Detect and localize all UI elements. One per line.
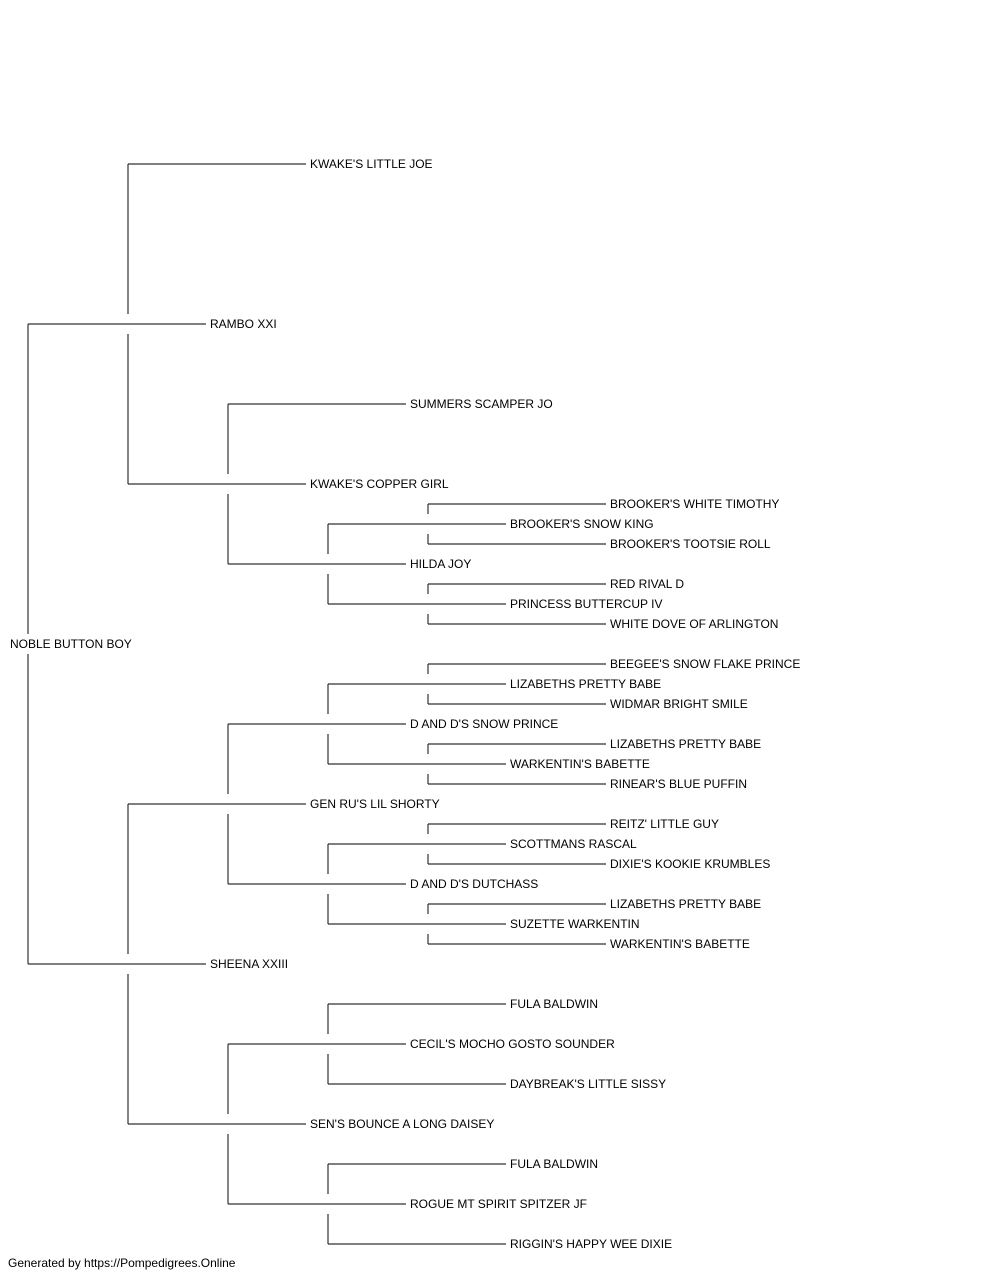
animal-name: HILDA JOY bbox=[410, 557, 471, 571]
animal-name: KWAKE'S COPPER GIRL bbox=[310, 477, 449, 491]
animal-name: RED RIVAL D bbox=[610, 577, 684, 591]
animal-name: RAMBO XXI bbox=[210, 317, 277, 331]
animal-name: LIZABETHS PRETTY BABE bbox=[510, 677, 661, 691]
animal-name: RIGGIN'S HAPPY WEE DIXIE bbox=[510, 1237, 672, 1251]
animal-name: BROOKER'S TOOTSIE ROLL bbox=[610, 537, 771, 551]
animal-name: WIDMAR BRIGHT SMILE bbox=[610, 697, 748, 711]
animal-name: SHEENA XXIII bbox=[210, 957, 288, 971]
animal-name: WHITE DOVE OF ARLINGTON bbox=[610, 617, 778, 631]
animal-name: KWAKE'S LITTLE JOE bbox=[310, 157, 433, 171]
animal-name: ROGUE MT SPIRIT SPITZER JF bbox=[410, 1197, 587, 1211]
animal-name: WARKENTIN'S BABETTE bbox=[610, 937, 750, 951]
animal-name: FULA BALDWIN bbox=[510, 997, 598, 1011]
animal-name: LIZABETHS PRETTY BABE bbox=[610, 897, 761, 911]
animal-name: LIZABETHS PRETTY BABE bbox=[610, 737, 761, 751]
animal-name: D AND D'S DUTCHASS bbox=[410, 877, 538, 891]
animal-name: BROOKER'S WHITE TIMOTHY bbox=[610, 497, 779, 511]
animal-name: CECIL'S MOCHO GOSTO SOUNDER bbox=[410, 1037, 615, 1051]
animal-name: BEEGEE'S SNOW FLAKE PRINCE bbox=[610, 657, 800, 671]
animal-name: GEN RU'S LIL SHORTY bbox=[310, 797, 440, 811]
footer-credit: Generated by https://Pompedigrees.Online bbox=[8, 1256, 236, 1270]
animal-name: SUMMERS SCAMPER JO bbox=[410, 397, 553, 411]
animal-name: SEN'S BOUNCE A LONG DAISEY bbox=[310, 1117, 494, 1131]
animal-name: WARKENTIN'S BABETTE bbox=[510, 757, 650, 771]
animal-name: FULA BALDWIN bbox=[510, 1157, 598, 1171]
animal-name: RINEAR'S BLUE PUFFIN bbox=[610, 777, 747, 791]
animal-name: BROOKER'S SNOW KING bbox=[510, 517, 654, 531]
animal-name: NOBLE BUTTON BOY bbox=[10, 637, 132, 651]
animal-name: SCOTTMANS RASCAL bbox=[510, 837, 637, 851]
animal-name: DAYBREAK'S LITTLE SISSY bbox=[510, 1077, 666, 1091]
animal-name: D AND D'S SNOW PRINCE bbox=[410, 717, 558, 731]
animal-name: DIXIE'S KOOKIE KRUMBLES bbox=[610, 857, 770, 871]
animal-name: REITZ' LITTLE GUY bbox=[610, 817, 719, 831]
animal-name: SUZETTE WARKENTIN bbox=[510, 917, 640, 931]
animal-name: PRINCESS BUTTERCUP IV bbox=[510, 597, 662, 611]
